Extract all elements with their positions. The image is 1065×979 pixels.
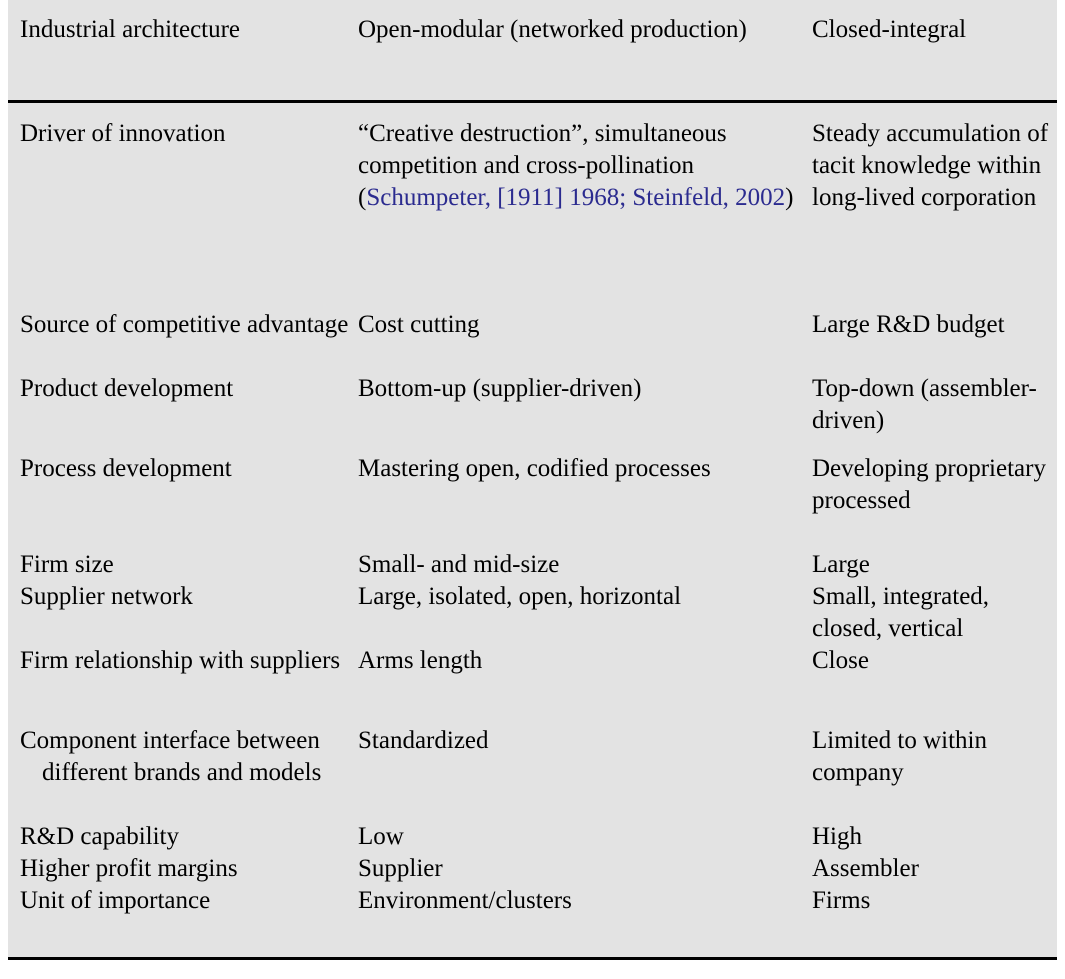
citation-link[interactable]: Schumpeter, [1911] 1968; Steinfeld, 2002 xyxy=(366,184,786,211)
row-label: R&D capability xyxy=(20,823,179,850)
row-value-closed-integral: Large R&D budget xyxy=(812,311,1005,338)
row-value-closed-integral: Developing proprietary processed xyxy=(812,455,1046,514)
comparison-table: Industrial architecture Open-modular (ne… xyxy=(8,0,1057,960)
bottom-rule xyxy=(8,957,1057,960)
row-value-open-modular: Standardized xyxy=(358,727,489,754)
row-label: Higher profit margins xyxy=(20,855,238,882)
table-row: Source of competitive advantage Cost cut… xyxy=(8,309,1057,341)
table-row: Firm size Small- and mid-size Large xyxy=(8,549,1057,581)
table-header-row: Industrial architecture Open-modular (ne… xyxy=(8,14,1057,46)
row-label: Product development xyxy=(20,375,234,402)
header-cell-col3: Closed-integral xyxy=(812,16,967,43)
row-value-closed-integral: Close xyxy=(812,647,869,674)
table-row: Product development Bottom-up (supplier-… xyxy=(8,373,1057,437)
row-label: Source of competitive advantage xyxy=(20,311,349,338)
row-value-open-modular: Low xyxy=(358,823,404,850)
row-value-closed-integral: High xyxy=(812,823,862,850)
table-row: Unit of importance Environment/clusters … xyxy=(8,885,1057,917)
row-value-closed-integral: Large xyxy=(812,551,870,578)
row-value-closed-integral: Firms xyxy=(812,887,871,914)
cell-text-post: ) xyxy=(785,184,794,211)
row-value-open-modular: Bottom-up (supplier-driven) xyxy=(358,375,642,402)
row-value-closed-integral: Small, integrated, closed, vertical xyxy=(812,583,990,642)
cell-text-pre: “Creative destruction”, simultaneous com… xyxy=(358,120,727,211)
header-cell-col2: Open-modular (networked production) xyxy=(358,16,747,43)
row-value-closed-integral: Assembler xyxy=(812,855,919,882)
row-label: Unit of importance xyxy=(20,887,211,914)
row-value-closed-integral: Steady accumulation of tacit knowledge w… xyxy=(812,120,1049,211)
row-value-closed-integral: Limited to within company xyxy=(812,727,987,786)
table-row: R&D capability Low High xyxy=(8,821,1057,853)
row-label: Supplier network xyxy=(20,583,193,610)
row-label: Component interface between different br… xyxy=(20,727,322,786)
header-cell-col1: Industrial architecture xyxy=(20,16,241,43)
row-value-open-modular: Cost cutting xyxy=(358,311,480,338)
table-row: Driver of innovation “Creative destructi… xyxy=(8,118,1057,214)
row-label: Driver of innovation xyxy=(20,120,226,147)
table-row: Firm relationship with suppliers Arms le… xyxy=(8,645,1057,677)
row-value-open-modular: Large, isolated, open, horizontal xyxy=(358,583,682,610)
row-value-open-modular: Small- and mid-size xyxy=(358,551,560,578)
table-row: Component interface between different br… xyxy=(8,725,1057,789)
row-label: Firm relationship with suppliers xyxy=(20,647,341,674)
table-row: Process development Mastering open, codi… xyxy=(8,453,1057,517)
row-value-open-modular: “Creative destruction”, simultaneous com… xyxy=(358,118,812,214)
row-value-open-modular: Supplier xyxy=(358,855,443,882)
row-value-closed-integral: Top-down (assembler-driven) xyxy=(812,375,1037,434)
row-value-open-modular: Mastering open, codified processes xyxy=(358,455,711,482)
row-value-open-modular: Arms length xyxy=(358,647,483,674)
row-label: Firm size xyxy=(20,551,114,578)
table-row: Higher profit margins Supplier Assembler xyxy=(8,853,1057,885)
row-label: Process development xyxy=(20,455,232,482)
table-row: Supplier network Large, isolated, open, … xyxy=(8,581,1057,645)
header-rule xyxy=(8,100,1057,103)
row-value-open-modular: Environment/clusters xyxy=(358,887,572,914)
